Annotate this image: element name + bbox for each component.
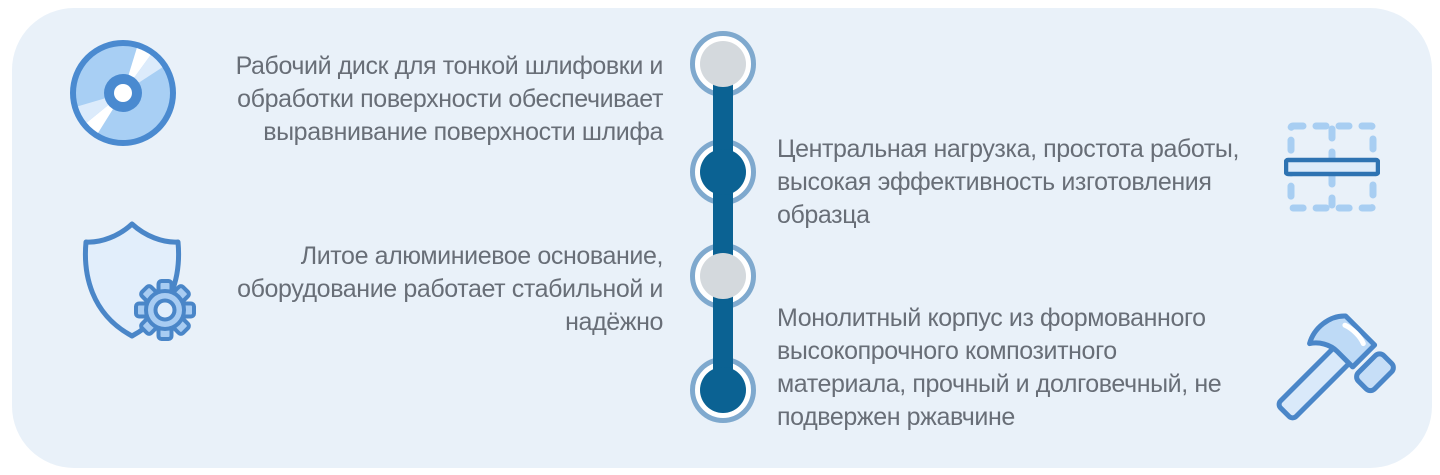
hammer-icon [1276,313,1396,421]
feature-text-disc: Рабочий диск для тонкой шлифовки и обраб… [235,52,664,146]
timeline-bar [713,64,733,390]
timeline-node [700,253,746,299]
shield-gear-icon [82,221,196,341]
timeline-node [700,41,746,87]
feature-text-body: Монолитный корпус из формованного высоко… [777,304,1222,431]
table-icon [1284,122,1380,212]
timeline-node [700,367,746,413]
gear-icon [134,279,196,341]
feature-text-base: Литое алюминиевое основание, оборудовани… [237,242,663,336]
disc-icon [70,40,176,146]
timeline-node [700,149,746,195]
feature-text-load: Центральная нагрузка, простота работы, в… [777,135,1239,229]
